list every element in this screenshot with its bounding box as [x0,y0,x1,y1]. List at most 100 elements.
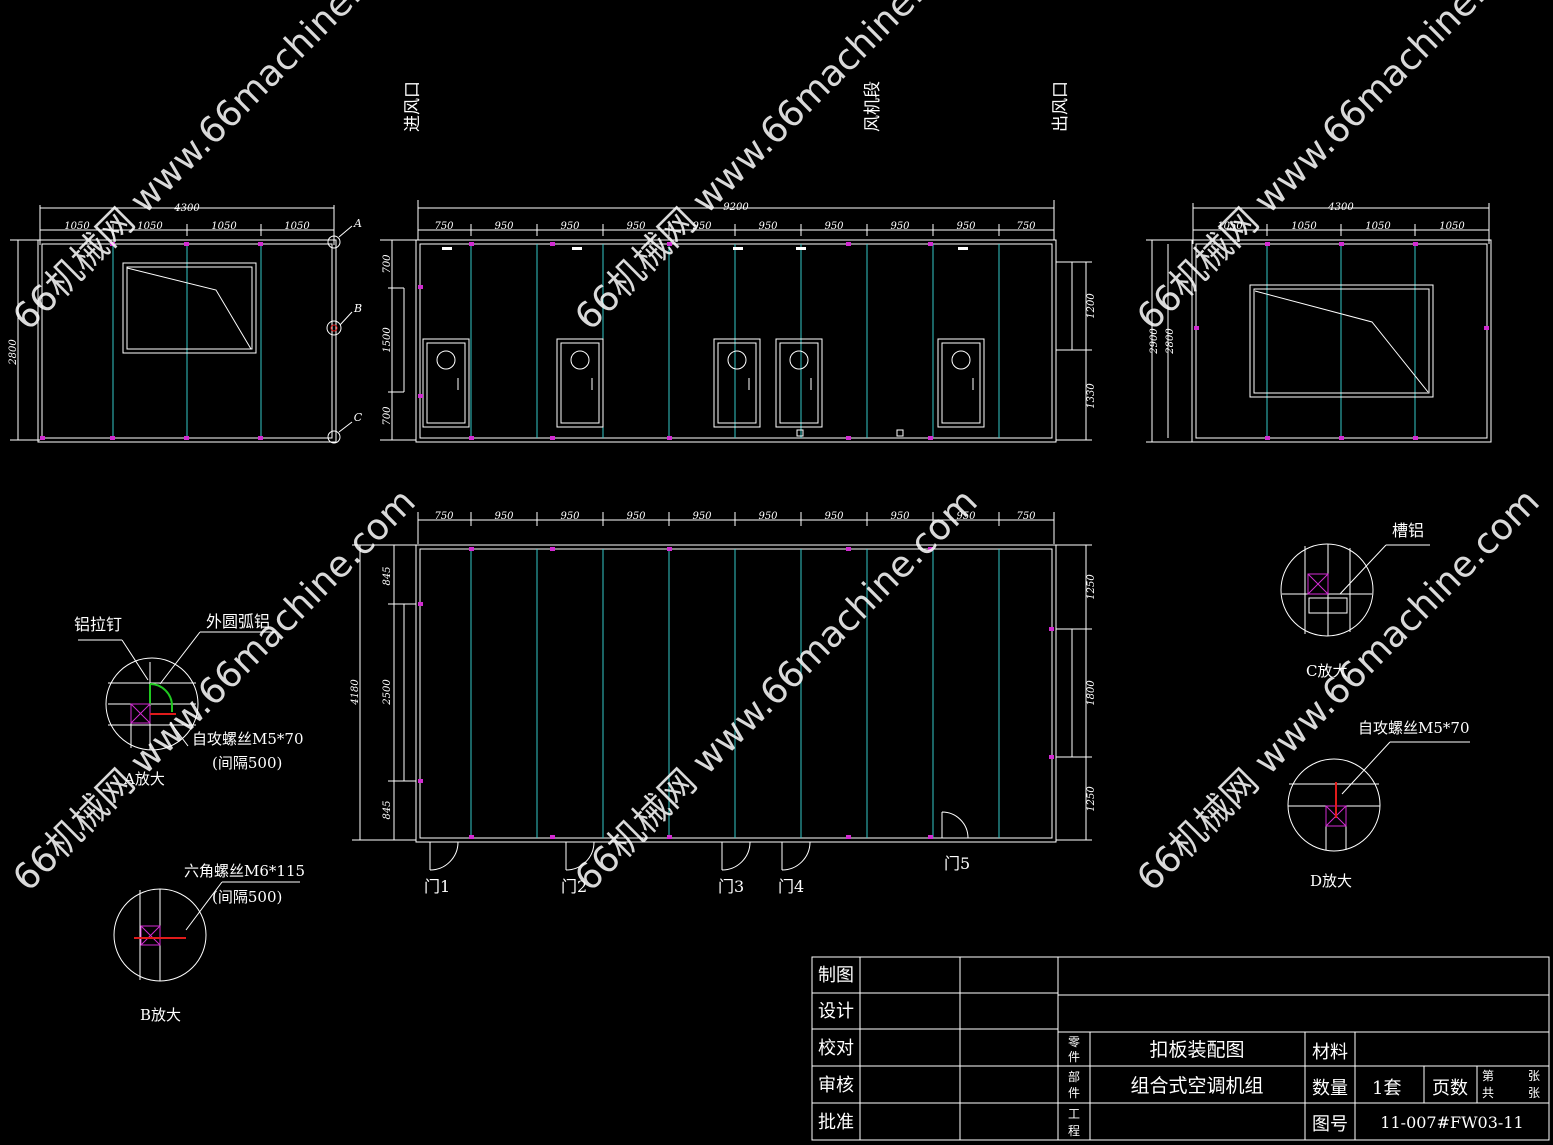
sheet-unit-2: 张 [1528,1086,1540,1100]
front-door-5 [937,338,985,428]
detail-d-screw-label: 自攻螺丝M5*70 [1358,719,1470,737]
quantity-label: 数量 [1312,1078,1348,1099]
plan-seg-7: 950 [824,511,844,522]
front-overall-width: 9200 [723,202,749,213]
left-seg-1: 1050 [64,221,90,232]
detail-c-caption: C放大 [1306,662,1347,680]
role-review: 审核 [818,1075,854,1096]
arc-aluminum-label: 外圆弧铝 [206,612,270,631]
detail-c: 槽铝 C放大 [1280,521,1430,680]
front-seg-6: 950 [758,221,778,232]
detail-a-caption: A放大 [123,770,165,788]
part-label-1: 零 [1068,1035,1080,1049]
fan-section-label: 风机段 [863,81,883,132]
front-seg-4: 950 [626,221,646,232]
front-seg-1: 750 [434,221,454,232]
channel-al-label: 槽铝 [1392,521,1424,540]
plan-right-dim-2: 1800 [1086,680,1097,706]
plan-seg-9: 950 [956,511,976,522]
watermark-3: 66机械网 www.66machine.com [1129,0,1547,338]
plan-seg-5: 950 [692,511,712,522]
role-draw: 制图 [818,965,854,986]
detail-a-screw-label: 自攻螺丝M5*70 [192,730,304,748]
plan-right-dim-1: 1250 [1086,574,1097,600]
front-door-1 [422,338,470,428]
front-right-dim-2: 1330 [1086,383,1097,409]
detail-a: 铝拉钉 外圆弧铝 自攻螺丝M5*70 (间隔500) A放大 [74,612,304,788]
door-1-label: 门1 [424,877,450,896]
front-seg-2: 950 [494,221,514,232]
right-seg-3: 1050 [1365,221,1391,232]
front-left-dim-2: 1500 [382,327,393,353]
front-door-2 [556,338,604,428]
right-seg-4: 1050 [1439,221,1465,232]
plan-right-dim-3: 1250 [1086,786,1097,812]
quantity-value: 1套 [1372,1078,1401,1099]
rivet-label: 铝拉钉 [74,615,122,634]
sheet-total-label: 共 [1482,1086,1494,1100]
callout-b: B [353,302,362,315]
outlet-label: 出风口 [1051,81,1071,132]
drawing-no: 11-007#FW03-11 [1380,1113,1523,1132]
door-4-label: 门4 [778,877,804,896]
door-2-label: 门2 [561,877,587,896]
plan-seg-6: 950 [758,511,778,522]
front-left-dim-1: 700 [382,254,393,274]
door-3-label: 门3 [718,877,744,896]
callout-a: A [353,217,362,230]
sheet-unit-1: 张 [1528,1069,1540,1083]
drawing-name: 扣板装配图 [1149,1039,1244,1061]
watermark-2: 66机械网 www.66machine.com [567,0,985,338]
front-seg-3: 950 [560,221,580,232]
front-door-3 [713,338,761,428]
component-label-2: 件 [1068,1086,1080,1100]
detail-d: 自攻螺丝M5*70 D放大 [1287,719,1470,890]
right-height-inner: 2800 [1165,328,1176,355]
front-left-dim-3: 700 [382,406,393,426]
watermark-6: 66机械网 www.66machine.com [1129,481,1547,899]
plan-left-dim-1: 845 [382,566,393,585]
hex-bolt-label: 六角螺丝M6*115 [184,862,305,880]
detail-b-caption: B放大 [140,1006,181,1024]
front-seg-5: 950 [692,221,712,232]
callout-c: C [354,411,363,424]
plan-view: 750 950 950 950 950 950 950 950 950 750 … [350,511,1097,896]
component-label-1: 部 [1068,1069,1080,1084]
plan-seg-1: 750 [434,511,454,522]
plan-seg-4: 950 [626,511,646,522]
plan-left-dim-3: 845 [382,800,393,819]
material-label: 材料 [1312,1042,1348,1063]
sheet-no-label: 第 [1482,1069,1494,1083]
role-design: 设计 [818,1001,854,1022]
inlet-label: 进风口 [403,81,423,132]
drawing-no-label: 图号 [1312,1114,1348,1135]
front-seg-10: 750 [1016,221,1036,232]
role-check: 校对 [818,1038,854,1059]
right-height-outer: 2900 [1149,328,1160,355]
plan-seg-3: 950 [560,511,580,522]
left-height: 2800 [8,339,19,366]
product-name: 组合式空调机组 [1130,1075,1263,1097]
detail-d-caption: D放大 [1310,872,1352,890]
left-seg-3: 1050 [211,221,237,232]
plan-left-dim-2: 2500 [382,679,393,706]
project-label-1: 工 [1068,1107,1080,1121]
front-seg-8: 950 [890,221,910,232]
title-block: 制图 设计 校对 审核 批准 零 件 部 件 工 程 扣板装配图 组合式空调机组… [811,956,1550,1141]
project-label-2: 程 [1068,1123,1080,1138]
left-overall-width: 4300 [173,203,200,214]
detail-b: 六角螺丝M6*115 (间隔500) B放大 [113,862,305,1024]
front-right-dim-1: 1200 [1086,293,1097,319]
door-5-label: 门5 [944,854,970,873]
plan-seg-10: 750 [1016,511,1036,522]
right-seg-2: 1050 [1291,221,1317,232]
watermark-5: 66机械网 www.66machine.com [567,481,985,899]
role-approve: 批准 [818,1112,854,1133]
right-overall-width: 4300 [1327,202,1354,213]
front-elevation: 9200 750 950 950 950 950 950 950 950 950… [380,200,1097,443]
right-end-view: 4300 1050 1050 1050 1050 2900 2800 [1146,202,1492,443]
detail-b-spacing: (间隔500) [212,888,282,906]
page-label: 页数 [1432,1078,1468,1099]
watermark-1: 66机械网 www.66machine.com [5,0,423,338]
